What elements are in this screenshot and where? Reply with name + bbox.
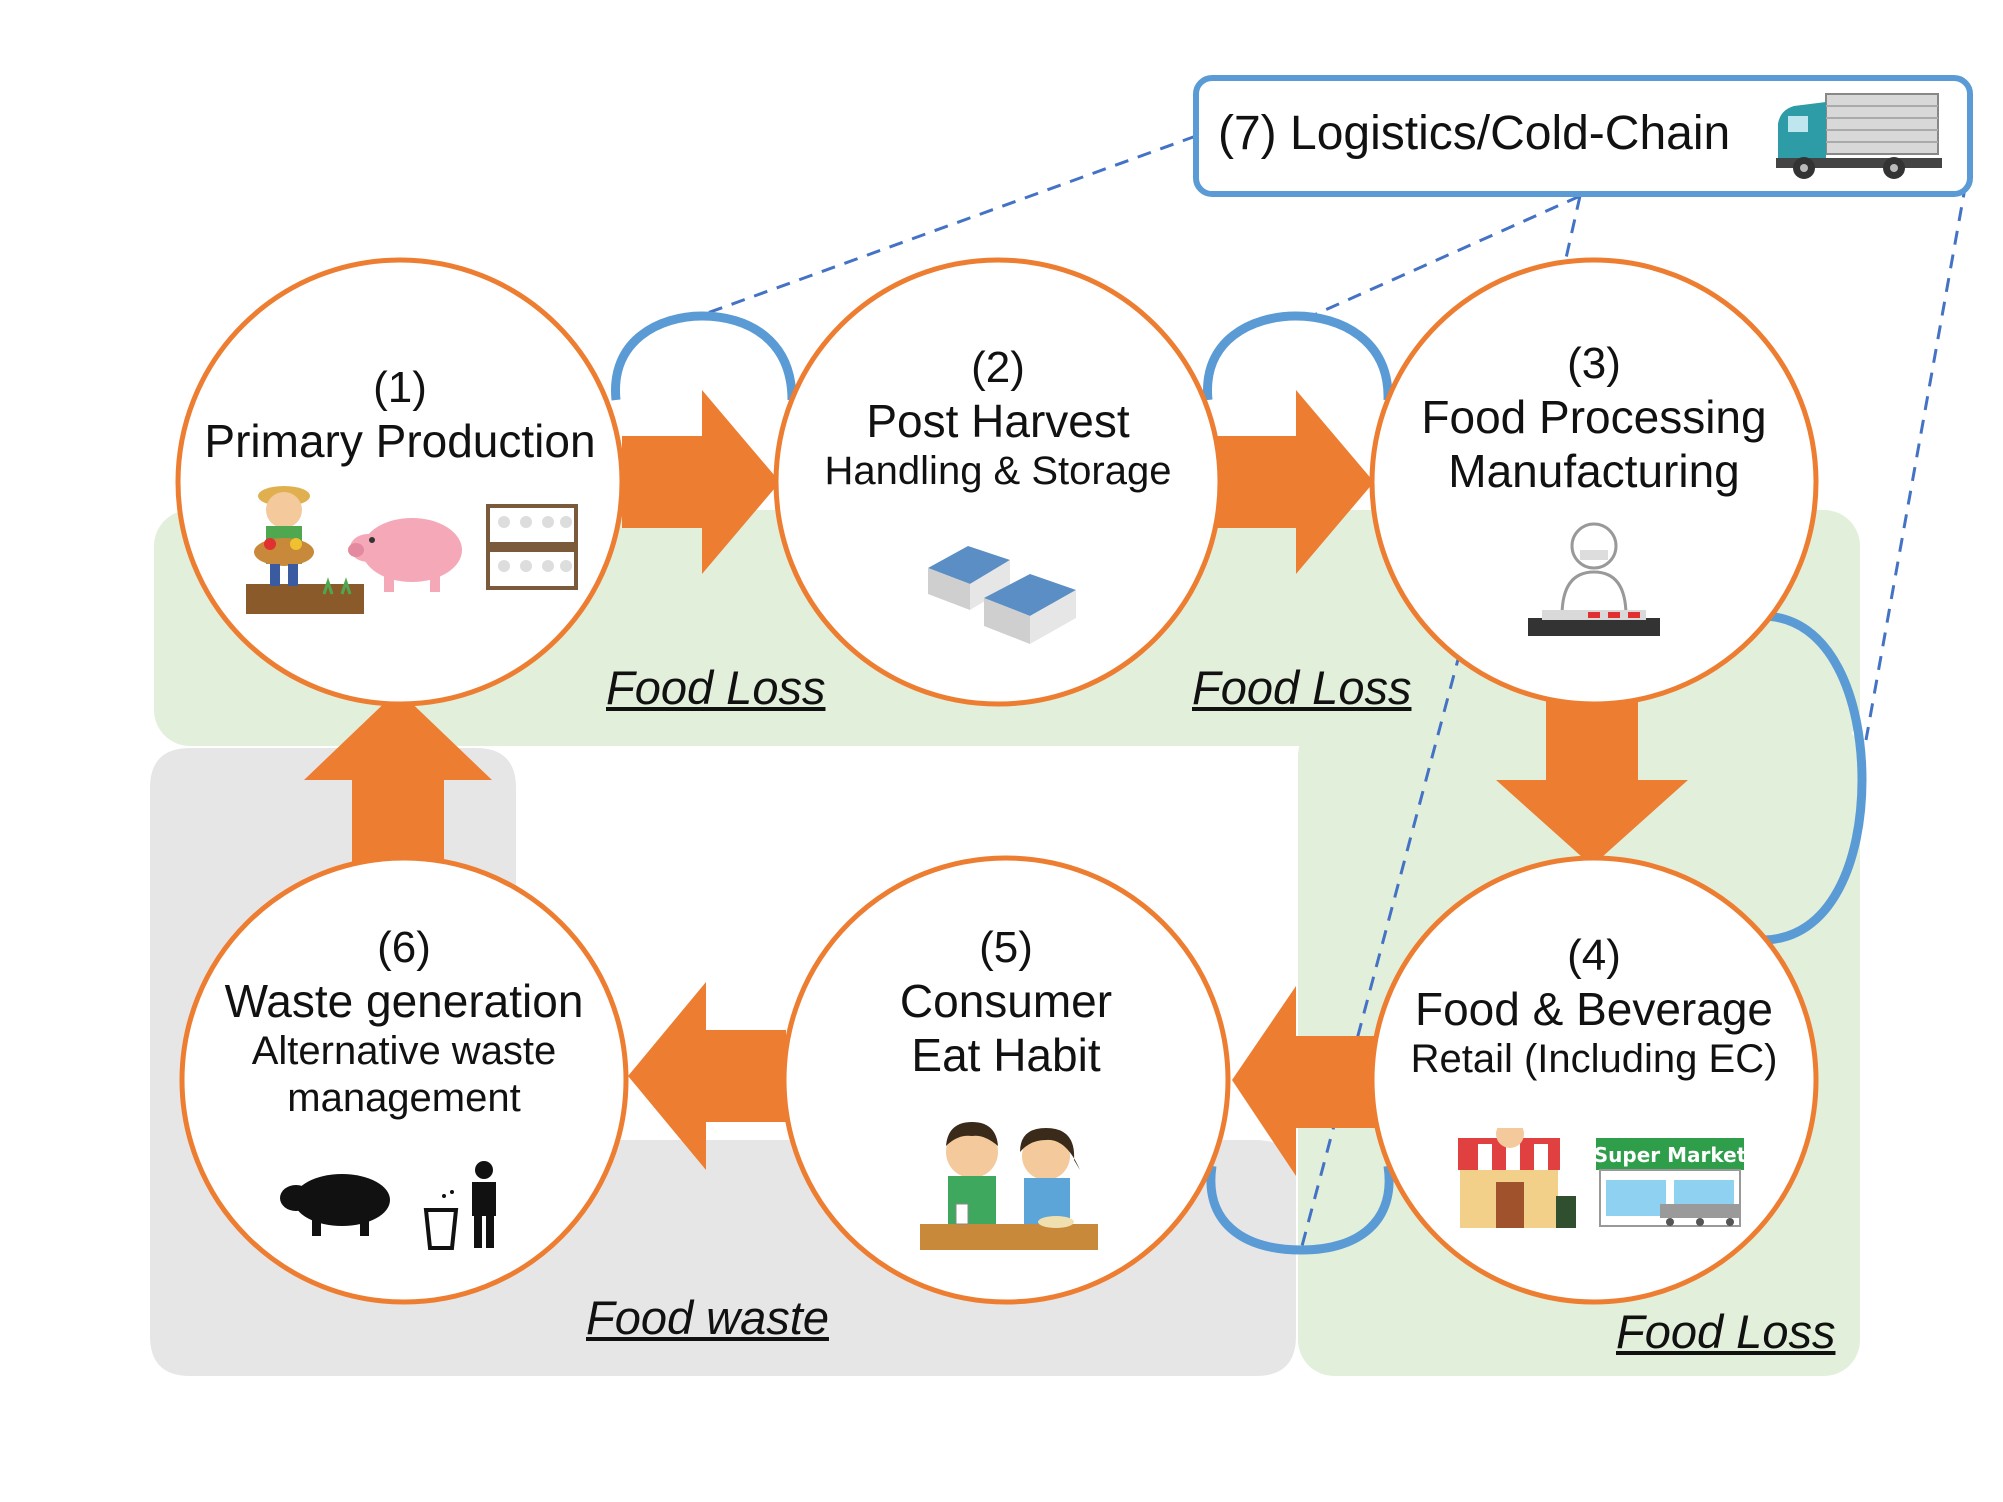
node-subtitle: Alternative waste (251, 1029, 557, 1074)
node-post-harvest: (2) Post Harvest Handling & Storage (788, 342, 1208, 495)
node-number: (6) (377, 923, 431, 972)
dash-line-1 (701, 134, 1197, 317)
node-number: (3) (1567, 339, 1621, 388)
farmer-icon (246, 486, 364, 614)
arrow-5-to-6 (628, 982, 786, 1170)
node-title: Food & Beverage (1414, 982, 1773, 1035)
node-primary-production: (1) Primary Production (190, 362, 610, 468)
node-title: Post Harvest (866, 394, 1130, 447)
factory-worker-icon (1528, 522, 1660, 636)
dash-line-5 (1864, 159, 1972, 741)
arrow-2-to-3 (1216, 390, 1374, 574)
node-title: Consumer (899, 974, 1113, 1027)
food-loss-label-3: Food Loss (1616, 1305, 1836, 1358)
trash-person-icon (423, 1161, 496, 1250)
flow-arrows (304, 390, 1688, 1176)
shop-icon (1458, 1118, 1576, 1228)
chickens-icon (486, 504, 578, 590)
arc-2-3 (1203, 311, 1393, 401)
node-subtitle: Retail (Including EC) (1410, 1037, 1778, 1082)
node-number: (5) (979, 923, 1033, 972)
warehouse-icon (928, 546, 1076, 644)
node-consumer: (5) Consumer Eat Habit (796, 922, 1216, 1082)
node-title: Food Processing (1421, 390, 1767, 443)
node-number: (1) (373, 363, 427, 412)
circle-primary-production (175, 257, 625, 707)
circle-consumer (781, 855, 1231, 1305)
pig-icon (348, 518, 462, 592)
logistics-connectors (701, 134, 1972, 1247)
arc-4-5 (1206, 1165, 1394, 1255)
arrow-4-to-5 (1232, 986, 1378, 1176)
node-number: (2) (971, 343, 1025, 392)
logistics-label: (7) Logistics/Cold-Chain (1218, 107, 1731, 160)
dash-line-3 (1560, 195, 1582, 277)
truck-icon (1776, 93, 1942, 179)
arrow-3-to-4 (1496, 690, 1688, 866)
node-title: Waste generation (224, 974, 584, 1027)
food-loss-label-2: Food Loss (1192, 661, 1412, 714)
node-subtitle: Manufacturing (1448, 445, 1740, 498)
dash-line-2 (1313, 194, 1581, 317)
node-waste: (6) Waste generation Alternative waste m… (194, 922, 614, 1123)
node-subtitle-2: management (287, 1076, 521, 1121)
node-food-processing: (3) Food Processing Manufacturing (1384, 338, 1804, 498)
pig-silhouette-icon (280, 1174, 390, 1236)
arc-1-2 (611, 311, 797, 401)
arc-3-4 (1761, 611, 1867, 945)
food-waste-label: Food waste (586, 1291, 829, 1344)
logistics-arcs (611, 311, 1867, 1255)
node-subtitle: Eat Habit (911, 1029, 1101, 1082)
circle-food-processing (1369, 257, 1819, 707)
node-number: (4) (1567, 931, 1621, 980)
arrow-6-to-1 (304, 690, 492, 868)
couple-eating-icon (920, 1122, 1098, 1250)
food-loss-label-1: Food Loss (606, 661, 826, 714)
supermarket-icon: Super Market (1594, 1138, 1747, 1227)
node-retail: (4) Food & Beverage Retail (Including EC… (1384, 930, 1804, 1083)
arrow-1-to-2 (622, 390, 780, 574)
dash-line-4 (1300, 651, 1462, 1247)
circle-post-harvest (773, 257, 1223, 707)
node-subtitle: Handling & Storage (824, 449, 1172, 494)
supermarket-sign: Super Market (1594, 1143, 1747, 1167)
node-title: Primary Production (204, 414, 596, 467)
